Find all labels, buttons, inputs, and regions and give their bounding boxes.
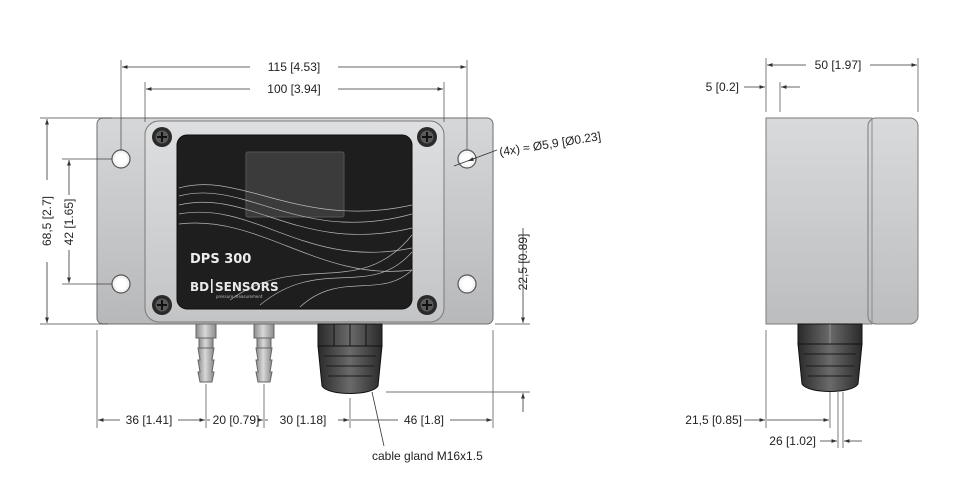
screw-icon (417, 295, 437, 315)
brand-logo: BD SENSORS pressure measurement (190, 279, 279, 299)
mounting-hole (111, 274, 131, 294)
side-lid (867, 117, 919, 325)
dim-holes-note: (4x) ≈ Ø5,9 [Ø0.23] (498, 129, 602, 159)
dim-side-gland-width: 26 [1.02] (769, 434, 816, 448)
mounting-hole (457, 149, 477, 169)
front-view: DPS 300 BD SENSORS pressure measurement (96, 117, 494, 394)
screw-icon (152, 295, 172, 315)
dim-hole-spacing-height: 42 [1.65] (62, 199, 76, 246)
dim-overall-width: 115 [4.53] (268, 60, 321, 74)
pressure-port-2 (253, 323, 275, 383)
front-panel (176, 134, 413, 310)
svg-text:SENSORS: SENSORS (215, 280, 279, 294)
dim-side-gland-offset: 21,5 [0.85] (685, 413, 742, 427)
dim-port2-to-gland: 30 [1.18] (280, 413, 327, 427)
dim-left-to-port1: 36 [1.41] (126, 413, 173, 427)
mounting-hole (111, 149, 131, 169)
mounting-hole (457, 274, 477, 294)
gland-label: cable gland M16x1.5 (372, 449, 483, 463)
display-window (245, 151, 345, 218)
dim-depth: 50 [1.97] (815, 58, 862, 72)
dim-hole-spacing-width: 100 [3.94] (267, 82, 320, 96)
side-housing (765, 117, 873, 325)
cable-gland (317, 323, 383, 394)
screw-icon (417, 127, 437, 147)
model-label: DPS 300 (190, 252, 251, 267)
dim-port1-to-port2: 20 [0.79] (213, 413, 260, 427)
pressure-port-1 (195, 323, 217, 383)
side-dimensions: 50 [1.97] 5 [0.2] 21,5 [0.85] 26 [1.02] (685, 58, 919, 448)
side-view (765, 117, 919, 392)
side-cable-gland (797, 323, 863, 392)
dim-gland-to-right: 46 [1.8] (404, 413, 444, 427)
dim-overall-height: 68,5 [2.7] (40, 196, 54, 246)
panel-wave-graphic (178, 184, 413, 308)
dim-lid-offset: 5 [0.2] (706, 80, 739, 94)
dim-gland-height: 22,5 [0.89] (516, 234, 530, 291)
brand-tagline: pressure measurement (216, 294, 263, 299)
screw-icon (152, 127, 172, 147)
svg-text:BD: BD (190, 280, 209, 294)
